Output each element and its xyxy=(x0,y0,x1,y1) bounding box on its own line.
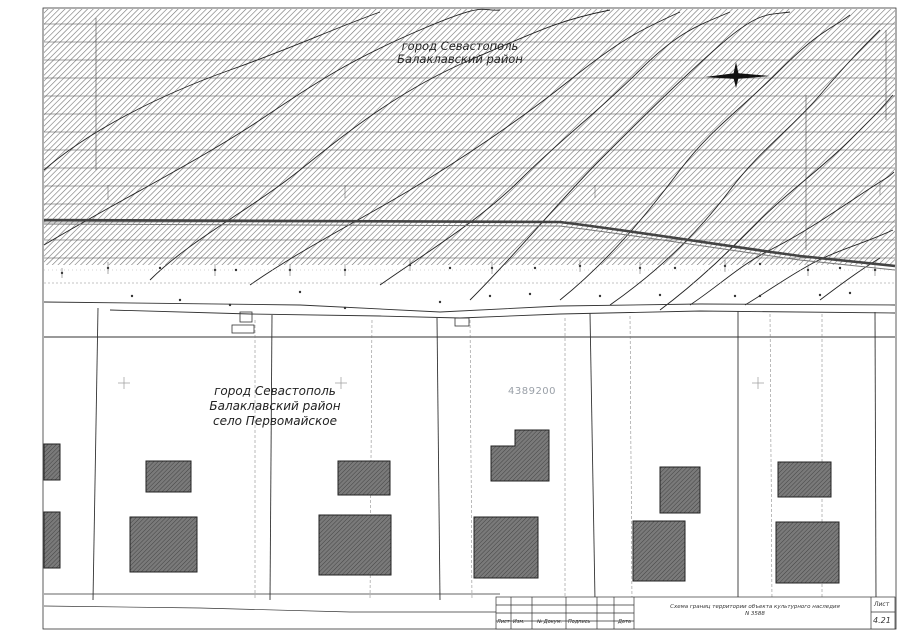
contour-lines xyxy=(43,8,895,311)
building xyxy=(490,429,550,482)
road xyxy=(43,218,896,268)
coordinate-label: 4389200 xyxy=(508,386,557,397)
elevation-ticks xyxy=(61,180,881,278)
title-line: Схема границ территории объекта культурн… xyxy=(670,604,840,610)
building xyxy=(777,461,832,498)
grid-crosses xyxy=(118,377,764,389)
parcel-dashed-lines xyxy=(254,313,823,601)
title-block xyxy=(495,596,896,630)
parcel-lines xyxy=(92,307,877,601)
building xyxy=(632,520,686,582)
building xyxy=(145,460,192,493)
building xyxy=(129,516,198,573)
building xyxy=(43,511,61,569)
building xyxy=(318,514,392,576)
title-block-column: № Докум. xyxy=(537,619,563,625)
title-block-column: Дата xyxy=(618,619,631,625)
region-label-line: Балаклавский район xyxy=(209,399,341,413)
buildings xyxy=(43,429,840,584)
hatch-horizontal-lines xyxy=(44,23,895,259)
sheet-label: Лист xyxy=(874,601,890,608)
title-line: N 3588 xyxy=(745,611,765,617)
region-label-line: село Первомайское xyxy=(212,414,338,428)
bottom-boundary xyxy=(43,593,500,613)
north-arrow-icon xyxy=(705,62,770,88)
region-label-north: город Севастополь Балаклавский район xyxy=(370,40,550,66)
small-structures xyxy=(231,311,470,334)
building xyxy=(337,460,391,496)
title-block-column: Изм. xyxy=(513,619,525,625)
title-block-column: Подпись xyxy=(568,619,591,625)
sheet-frame xyxy=(42,7,897,630)
dimension-lines xyxy=(95,18,887,250)
region-label-line: город Севастополь xyxy=(401,39,519,53)
building xyxy=(43,443,61,481)
region-label-south: город Севастополь Балаклавский район сел… xyxy=(195,384,355,429)
region-label-line: город Севастополь xyxy=(214,384,336,398)
building xyxy=(473,516,539,579)
title-block-column: Лист xyxy=(497,619,510,625)
title-block-title: Схема границ территории объекта культурн… xyxy=(640,604,870,618)
building xyxy=(775,521,840,584)
sheet-number: 4.21 xyxy=(873,616,891,625)
region-label-line: Балаклавский район xyxy=(397,52,523,66)
building xyxy=(659,466,701,514)
